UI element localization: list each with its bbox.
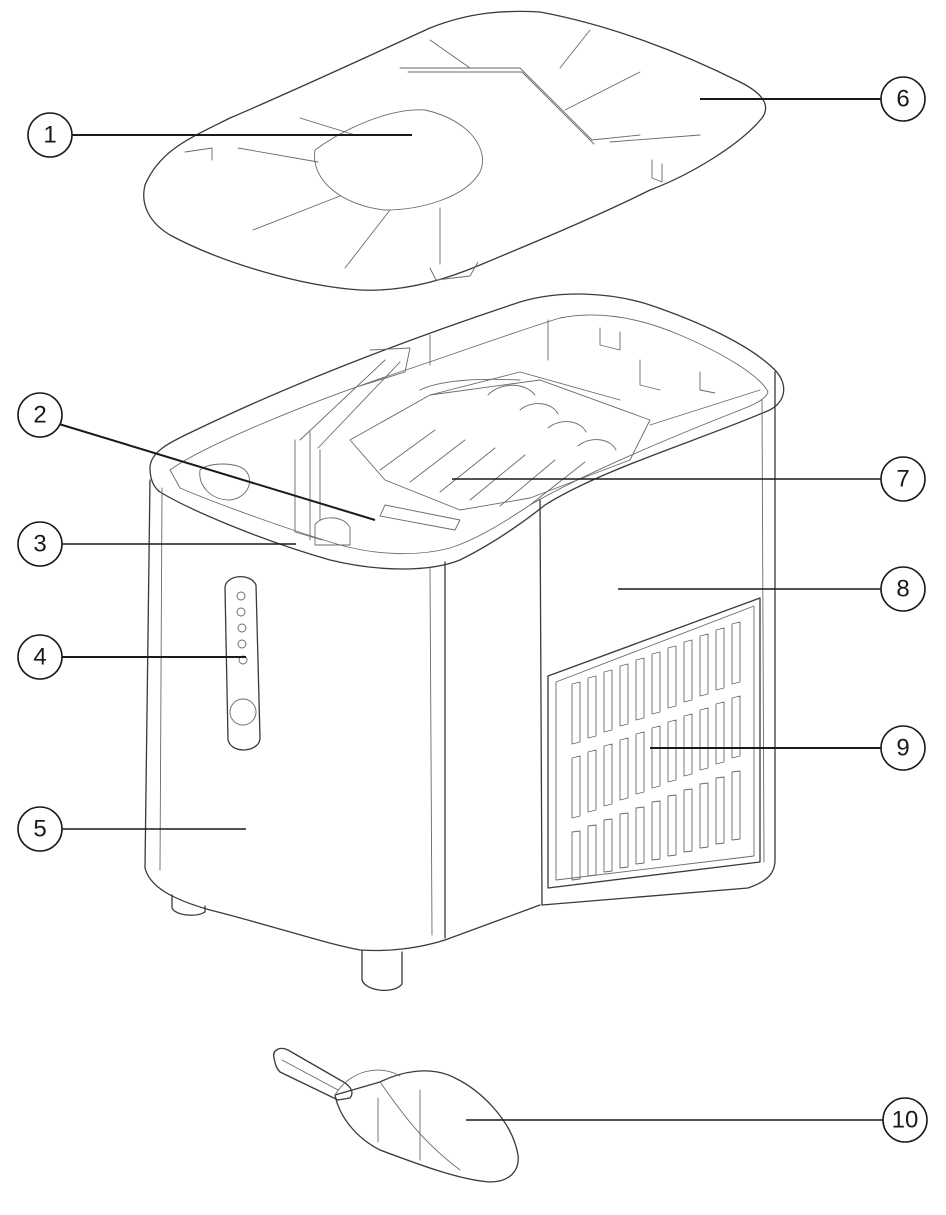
callout-7: 7 [880, 456, 926, 502]
callout-10-label: 10 [892, 1107, 919, 1134]
callout-5: 5 [17, 806, 63, 852]
callout-5-label: 5 [33, 816, 46, 843]
callout-9-label: 9 [896, 735, 909, 762]
callout-7-label: 7 [896, 466, 909, 493]
vent-slots [571, 621, 741, 881]
leader-lines [58, 98, 883, 1121]
ice-scoop [273, 1047, 519, 1183]
callout-1: 1 [27, 112, 73, 158]
callout-9: 9 [880, 725, 926, 771]
callout-4-label: 4 [33, 644, 46, 671]
lid [143, 10, 767, 291]
callout-10: 10 [882, 1097, 928, 1143]
callout-2: 2 [17, 392, 63, 438]
callout-6-label: 6 [896, 86, 909, 113]
callout-8-label: 8 [896, 576, 909, 603]
ice-maker-body [144, 293, 785, 991]
callout-8: 8 [880, 566, 926, 612]
leader-2 [58, 423, 376, 521]
callout-1-label: 1 [43, 122, 56, 149]
callout-6: 6 [880, 76, 926, 122]
callout-3: 3 [17, 521, 63, 567]
callout-2-label: 2 [33, 402, 46, 429]
callout-4: 4 [17, 634, 63, 680]
callout-3-label: 3 [33, 531, 46, 558]
